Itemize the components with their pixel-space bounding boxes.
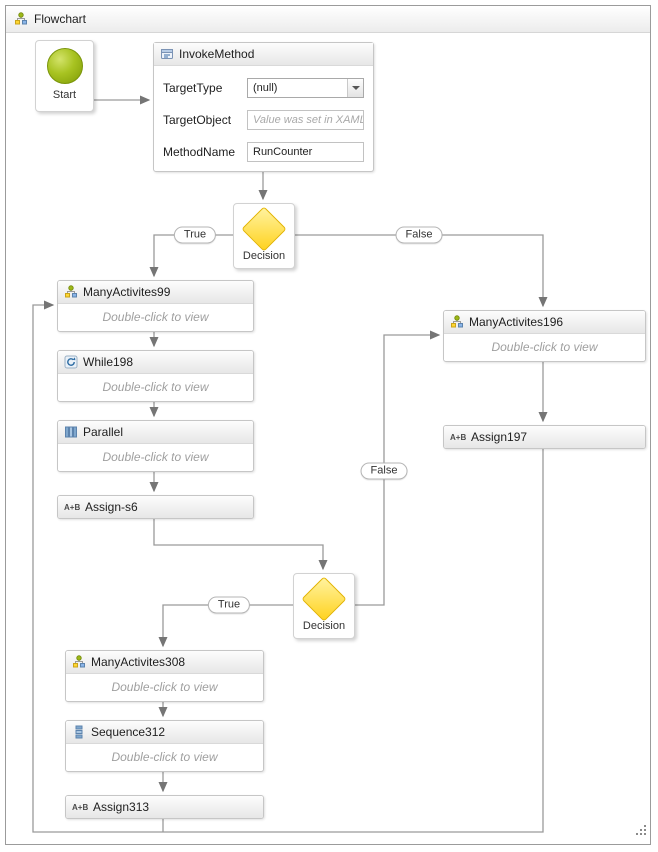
target-type-value: (null) xyxy=(253,82,278,94)
start-node[interactable]: Start xyxy=(35,40,94,112)
activity-body-hint: Double-click to view xyxy=(444,334,645,360)
activity-assign313[interactable]: A+B Assign313 xyxy=(65,795,264,819)
activity-title: Assign313 xyxy=(93,800,150,814)
flowchart-title: Flowchart xyxy=(34,12,87,26)
invoke-method-icon xyxy=(160,47,174,61)
activity-sequence312[interactable]: Sequence312 Double-click to view xyxy=(65,720,264,772)
activity-manyactivites99[interactable]: ManyActivites99 Double-click to view xyxy=(57,280,254,332)
assign-icon: A+B xyxy=(450,432,467,442)
activity-body-hint: Double-click to view xyxy=(58,444,253,470)
sequence-icon xyxy=(72,725,86,739)
decision1-node[interactable]: Decision xyxy=(233,203,295,269)
start-label: Start xyxy=(52,89,77,101)
parallel-icon xyxy=(64,425,78,439)
while-loop-icon xyxy=(64,355,78,369)
activity-title: Sequence312 xyxy=(91,725,166,739)
assign-icon: A+B xyxy=(64,502,81,512)
flowchart-activity-icon xyxy=(450,315,464,329)
decision1-false-badge: False xyxy=(395,226,443,244)
activity-title: While198 xyxy=(83,355,134,369)
flowchart-breadcrumb[interactable]: Flowchart xyxy=(6,6,650,33)
activity-title: Parallel xyxy=(83,425,124,439)
assign-icon: A+B xyxy=(72,802,89,812)
start-circle-icon xyxy=(46,48,83,84)
activity-title: Assign-s6 xyxy=(85,500,138,514)
decision-diamond-icon xyxy=(301,576,347,622)
flowchart-icon xyxy=(14,12,28,26)
activity-body-hint: Double-click to view xyxy=(66,744,263,770)
decision1-label: Decision xyxy=(242,250,286,262)
activity-assign197[interactable]: A+B Assign197 xyxy=(443,425,646,449)
activity-body-hint: Double-click to view xyxy=(58,304,253,330)
chevron-down-icon xyxy=(347,79,363,97)
resize-grip[interactable] xyxy=(635,823,647,841)
activity-title: ManyActivites308 xyxy=(91,655,186,669)
method-name-label: MethodName xyxy=(163,145,236,159)
decision-diamond-icon xyxy=(241,206,287,252)
decision2-true-badge: True xyxy=(207,596,251,614)
decision2-false-badge: False xyxy=(360,462,408,480)
flowchart-activity-icon xyxy=(64,285,78,299)
activity-title: ManyActivites99 xyxy=(83,285,171,299)
activity-manyactivites308[interactable]: ManyActivites308 Double-click to view xyxy=(65,650,264,702)
method-name-field[interactable]: RunCounter xyxy=(247,142,364,162)
activity-body-hint: Double-click to view xyxy=(58,374,253,400)
activity-assign-s6[interactable]: A+B Assign-s6 xyxy=(57,495,254,519)
decision2-label: Decision xyxy=(302,620,346,632)
activity-while198[interactable]: While198 Double-click to view xyxy=(57,350,254,402)
target-object-field[interactable]: Value was set in XAML xyxy=(247,110,364,130)
activity-parallel[interactable]: Parallel Double-click to view xyxy=(57,420,254,472)
activity-manyactivites196[interactable]: ManyActivites196 Double-click to view xyxy=(443,310,646,362)
activity-title: Assign197 xyxy=(471,430,528,444)
flowchart-activity-icon xyxy=(72,655,86,669)
flowchart-designer: Flowchart Start xyxy=(5,5,651,845)
activity-title: ManyActivites196 xyxy=(469,315,564,329)
target-type-dropdown[interactable]: (null) xyxy=(247,78,364,98)
activity-title: InvokeMethod xyxy=(179,47,255,61)
target-object-label: TargetObject xyxy=(163,113,232,127)
decision2-node[interactable]: Decision xyxy=(293,573,355,639)
target-type-label: TargetType xyxy=(163,81,223,95)
activity-body-hint: Double-click to view xyxy=(66,674,263,700)
decision1-true-badge: True xyxy=(173,226,217,244)
invoke-method-activity[interactable]: InvokeMethod TargetType (null) TargetObj… xyxy=(153,42,374,172)
